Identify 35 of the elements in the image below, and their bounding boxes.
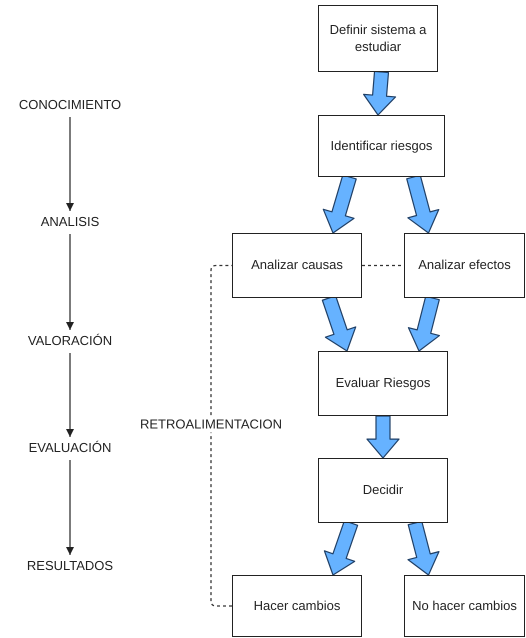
block-arrow bbox=[407, 520, 440, 576]
block-arrow bbox=[322, 295, 356, 352]
arrow bbox=[66, 460, 74, 555]
box-text: Decidir bbox=[362, 482, 404, 499]
process-box bbox=[404, 233, 525, 298]
block-arrow bbox=[322, 174, 357, 234]
stage-label: VALORACIÓN bbox=[10, 332, 130, 350]
block-arrow bbox=[406, 174, 440, 234]
arrow bbox=[66, 117, 74, 211]
process-box bbox=[318, 351, 448, 416]
box-text: Evaluar Riesgos bbox=[336, 375, 430, 392]
box-text: Hacer cambios bbox=[254, 598, 340, 614]
stage-label: ANALISIS bbox=[10, 213, 130, 231]
dashed-connector bbox=[362, 264, 404, 266]
box-text: Identificar riesgos bbox=[330, 138, 432, 154]
block-arrow bbox=[366, 415, 400, 459]
stage-label: RESULTADOS bbox=[10, 557, 130, 575]
box-text: Analizar causas bbox=[251, 257, 343, 274]
process-box bbox=[232, 575, 362, 637]
process-box bbox=[318, 115, 445, 177]
dashed-connector bbox=[210, 264, 232, 607]
box-text: Analizar efectos bbox=[418, 257, 511, 274]
arrow bbox=[66, 234, 74, 330]
stage-label: EVALUACIÓN bbox=[10, 439, 130, 457]
block-arrow bbox=[408, 296, 440, 352]
process-box bbox=[404, 575, 525, 637]
process-box bbox=[318, 458, 448, 523]
process-box bbox=[232, 233, 362, 298]
box-text: Definir sistema a estudiar bbox=[328, 22, 428, 55]
box-text: No hacer cambios bbox=[412, 598, 517, 614]
arrow bbox=[66, 353, 74, 437]
block-arrow bbox=[363, 70, 396, 116]
block-arrow bbox=[324, 520, 358, 576]
stage-label: CONOCIMIENTO bbox=[10, 96, 130, 114]
process-box bbox=[318, 5, 438, 72]
